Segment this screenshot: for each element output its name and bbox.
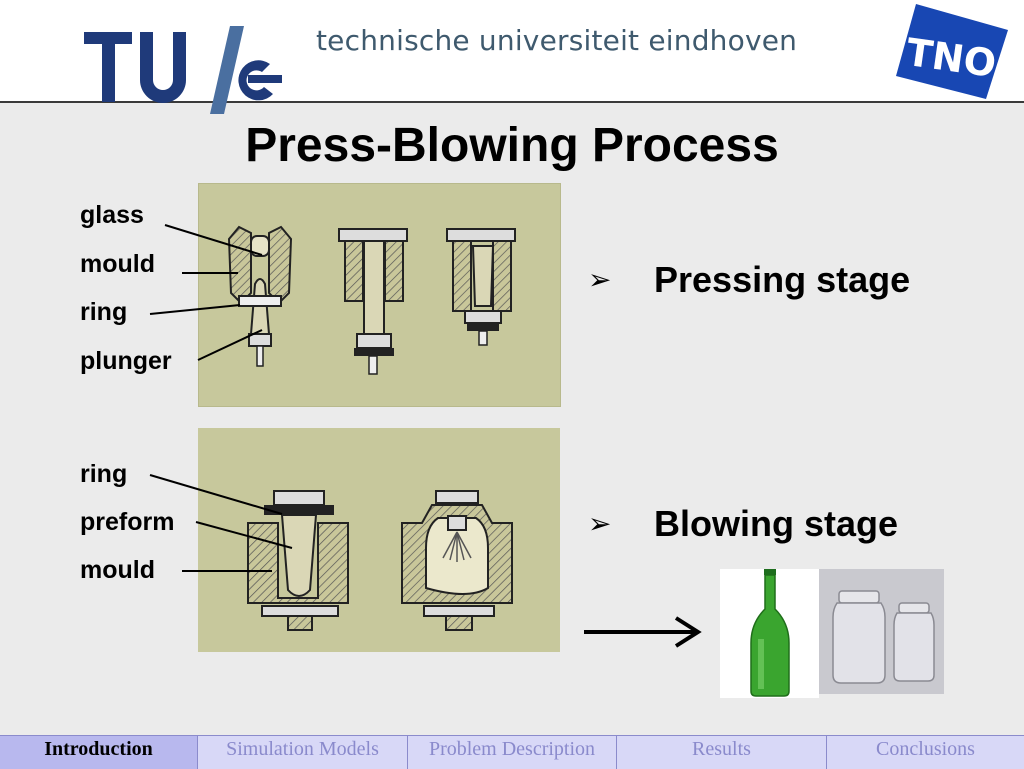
label-mould-blow: mould: [80, 556, 155, 584]
tno-logo: TNO: [896, 4, 1008, 99]
label-ring-blow: ring: [80, 460, 128, 488]
blow-assembly-2: [401, 490, 513, 631]
right-arrow-icon: [584, 616, 702, 648]
nav-results[interactable]: Results: [617, 736, 827, 769]
bullet-arrow-icon: ➢: [588, 508, 612, 539]
press-assembly-2: [338, 228, 408, 375]
label-preform: preform: [80, 508, 175, 536]
glass-jars-photo: [819, 569, 944, 694]
pressing-diagram: [198, 183, 561, 407]
university-name: technische universiteit eindhoven: [316, 24, 798, 57]
label-mould: mould: [80, 250, 155, 278]
label-ring: ring: [80, 298, 128, 326]
bullet-blowing-stage: Blowing stage: [654, 503, 899, 544]
section-nav-bar: Introduction Simulation Models Problem D…: [0, 735, 1024, 769]
label-glass: glass: [80, 201, 144, 229]
nav-conclusions[interactable]: Conclusions: [827, 736, 1024, 769]
bullet-pressing-stage: Pressing stage: [654, 259, 911, 300]
slide-title: Press-Blowing Process: [245, 119, 779, 172]
bullet-arrow-icon: ➢: [588, 264, 612, 295]
pressing-diagram-drawing: [227, 225, 516, 375]
nav-introduction[interactable]: Introduction: [0, 736, 198, 769]
tue-logo-text: [84, 26, 282, 114]
green-bottle-photo: [720, 569, 819, 698]
label-plunger: plunger: [80, 347, 172, 375]
nav-simulation-models[interactable]: Simulation Models: [198, 736, 408, 769]
tue-logo: [84, 26, 282, 114]
blowing-diagram: [198, 428, 560, 652]
press-assembly-3: [446, 228, 516, 346]
header-bar: technische universiteit eindhoven TNO: [0, 0, 1024, 114]
press-assembly-1: [227, 225, 293, 367]
nav-problem-description[interactable]: Problem Description: [408, 736, 617, 769]
